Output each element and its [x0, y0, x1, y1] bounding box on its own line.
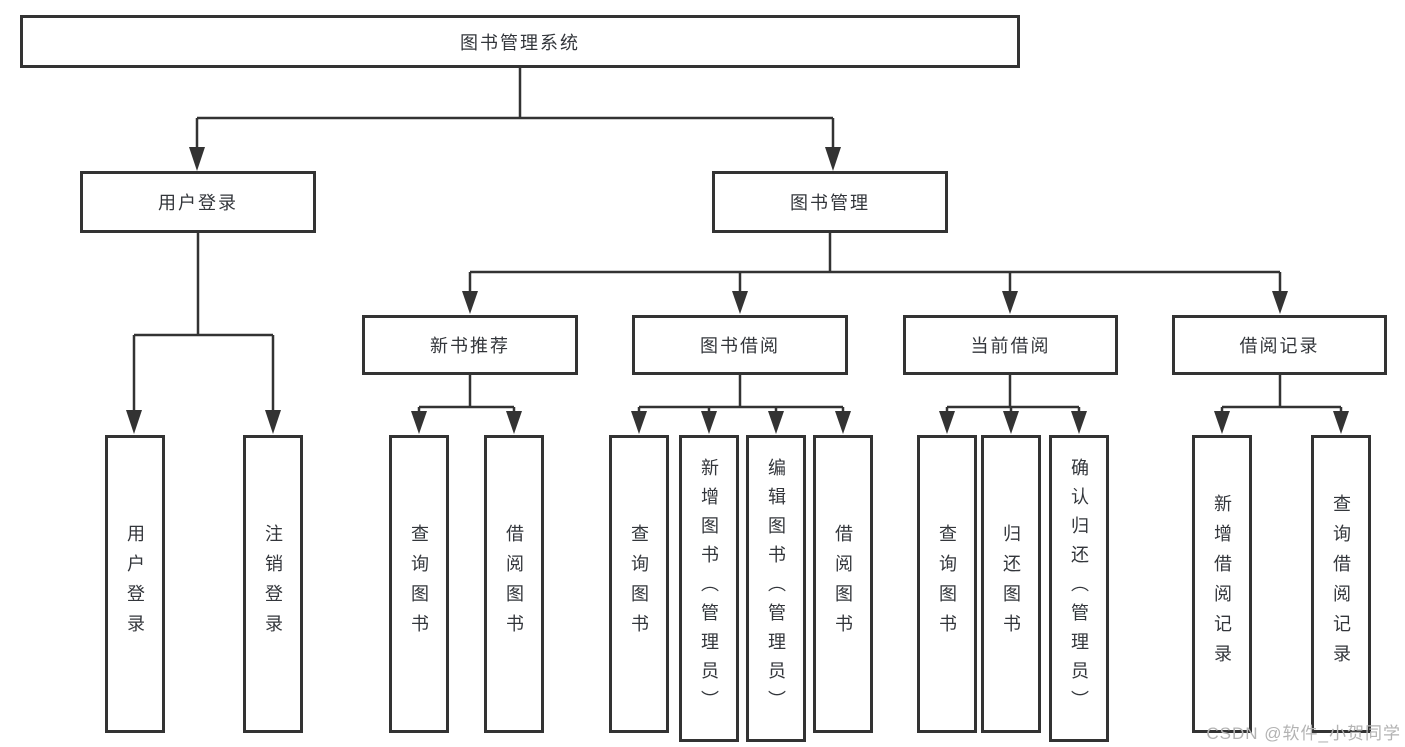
node-book-management: 图书管理 [712, 171, 948, 233]
connector-book-mgmt-to-level3 [468, 231, 1282, 292]
node-user-login-label: 用户登录 [158, 193, 238, 213]
node-current-borrowing: 当前借阅 [903, 315, 1118, 375]
leaf-query-borrow-record: 查询借阅记录 [1311, 435, 1371, 733]
leaf-user-login: 用户登录 [105, 435, 165, 733]
node-root-label: 图书管理系统 [460, 32, 580, 53]
arrowheads-current-borrow-leaves [939, 411, 1087, 434]
leaf-borrow-books-borrow-label: 借阅图书 [833, 524, 853, 644]
arrowheads-new-book-rec-leaves [411, 411, 522, 434]
node-current-borrowing-label: 当前借阅 [970, 336, 1051, 356]
leaf-add-book-admin-label: 新增图书（管理员） [699, 458, 719, 719]
connector-borrow-records-to-leaves [1220, 373, 1343, 412]
leaf-query-borrow-record-label: 查询借阅记录 [1331, 494, 1351, 674]
leaf-query-books-current: 查询图书 [917, 435, 977, 733]
node-book-borrowing: 图书借阅 [632, 315, 848, 375]
connector-new-book-rec-to-leaves [417, 373, 516, 412]
leaf-edit-book-admin-label: 编辑图书（管理员） [766, 458, 786, 719]
connector-book-borrow-to-leaves [637, 373, 845, 412]
node-root: 图书管理系统 [20, 15, 1020, 68]
connector-user-login-to-leaves [132, 231, 275, 411]
leaf-confirm-return-admin-label: 确认归还（管理员） [1069, 458, 1089, 719]
arrowheads-user-login-leaves [126, 410, 281, 434]
leaf-edit-book-admin: 编辑图书（管理员） [746, 435, 806, 742]
arrowheads-level3 [462, 291, 1288, 314]
leaf-user-login-label: 用户登录 [125, 524, 145, 644]
leaf-borrow-books-borrow: 借阅图书 [813, 435, 873, 733]
node-borrowing-records-label: 借阅记录 [1239, 336, 1320, 356]
leaf-borrow-books-recommend: 借阅图书 [484, 435, 544, 733]
leaf-query-books-borrow: 查询图书 [609, 435, 669, 733]
leaf-return-book: 归还图书 [981, 435, 1041, 733]
node-book-management-label: 图书管理 [790, 193, 870, 213]
leaf-return-book-label: 归还图书 [1001, 524, 1021, 644]
leaf-confirm-return-admin: 确认归还（管理员） [1049, 435, 1109, 742]
node-borrowing-records: 借阅记录 [1172, 315, 1387, 375]
node-book-borrowing-label: 图书借阅 [700, 336, 780, 356]
node-new-book-recommend: 新书推荐 [362, 315, 578, 375]
leaf-query-books-borrow-label: 查询图书 [629, 524, 649, 644]
arrowheads-book-borrow-leaves [631, 411, 851, 434]
arrowheads-level2 [189, 147, 841, 171]
leaf-query-books-recommend-label: 查询图书 [409, 524, 429, 644]
leaf-logout-label: 注销登录 [263, 524, 283, 644]
leaf-logout: 注销登录 [243, 435, 303, 733]
node-user-login: 用户登录 [80, 171, 316, 233]
csdn-watermark: CSDN @软件_小贺同学 [1206, 724, 1401, 743]
leaf-add-borrow-record: 新增借阅记录 [1192, 435, 1252, 733]
leaf-add-book-admin: 新增图书（管理员） [679, 435, 739, 742]
leaf-borrow-books-recommend-label: 借阅图书 [504, 524, 524, 644]
arrowheads-borrow-records-leaves [1214, 411, 1349, 434]
connector-root-to-level2 [195, 66, 835, 148]
connector-current-borrow-to-leaves [945, 373, 1081, 412]
leaf-query-books-current-label: 查询图书 [937, 524, 957, 644]
leaf-query-books-recommend: 查询图书 [389, 435, 449, 733]
node-new-book-recommend-label: 新书推荐 [430, 336, 510, 356]
leaf-add-borrow-record-label: 新增借阅记录 [1212, 494, 1232, 674]
